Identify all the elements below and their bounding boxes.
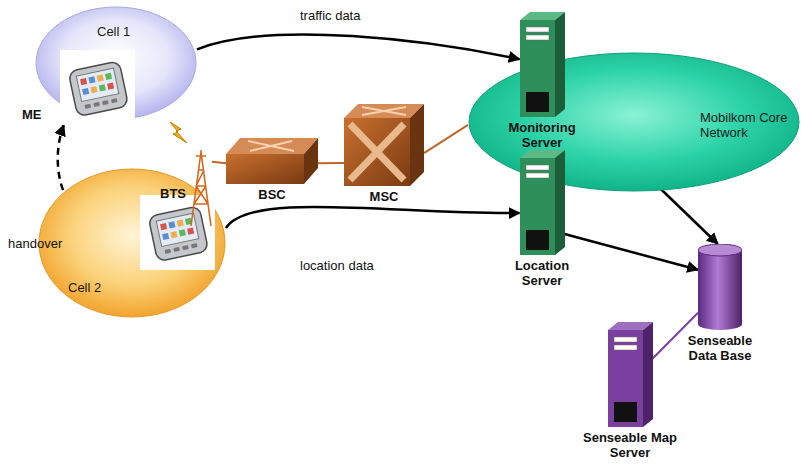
mobile-phone-art bbox=[60, 50, 135, 125]
connector bbox=[565, 234, 699, 270]
mobile-phone-art bbox=[140, 195, 215, 270]
node-label: Mobilkom Core Network bbox=[700, 110, 790, 140]
server-tower-shape bbox=[520, 12, 565, 117]
node-label: MSC bbox=[370, 189, 399, 204]
antenna-mast-art bbox=[190, 150, 212, 228]
server-tower-shape-art bbox=[520, 150, 565, 255]
database-cylinder: Senseable Data Base bbox=[680, 244, 760, 363]
server-tower-shape bbox=[520, 150, 565, 255]
server-tower-shape-art bbox=[608, 322, 653, 427]
switch-box-shape-art bbox=[344, 104, 424, 186]
connector bbox=[318, 162, 344, 164]
edge-label: traffic data bbox=[300, 8, 360, 23]
edge-label: handover bbox=[8, 236, 62, 251]
server-tower-shape-art bbox=[520, 12, 565, 117]
node-label: Cell 1 bbox=[97, 24, 130, 39]
server-tower-shape bbox=[608, 322, 653, 427]
cell-ellipse: Cell 1ME bbox=[35, 6, 197, 120]
connector bbox=[212, 162, 226, 164]
node-label: Cell 2 bbox=[68, 280, 101, 295]
node-label: BSC bbox=[258, 187, 285, 202]
node-label: Monitoring Server bbox=[502, 120, 582, 150]
switch-box: MSC bbox=[344, 104, 424, 204]
mobile-phone bbox=[140, 195, 215, 270]
edge-label: location data bbox=[300, 258, 374, 273]
node-label: Senseable Map Server bbox=[575, 430, 685, 460]
server-tower: Monitoring Server bbox=[502, 12, 582, 150]
node-label: BTS bbox=[160, 186, 186, 201]
node-label: Senseable Data Base bbox=[680, 333, 760, 363]
database-cylinder-shape-art bbox=[698, 244, 742, 330]
connector bbox=[424, 125, 468, 153]
mobile-phone bbox=[60, 50, 135, 125]
node-label: Location Server bbox=[502, 258, 582, 288]
base-station: BTS bbox=[158, 148, 214, 228]
node-label: ME bbox=[22, 107, 42, 122]
server-tower: Location Server bbox=[502, 150, 582, 288]
database-cylinder-shape bbox=[698, 244, 742, 330]
controller-box-shape bbox=[226, 138, 318, 184]
mobile-equipment: ME bbox=[22, 45, 137, 128]
connector bbox=[226, 207, 520, 228]
server-tower: Senseable Map Server bbox=[575, 322, 685, 460]
connector bbox=[197, 34, 520, 59]
radio-bolt bbox=[170, 122, 187, 143]
controller-box-shape-art bbox=[226, 138, 318, 184]
cell-ellipse: Cell 2 bbox=[38, 168, 226, 318]
controller-box: BSC bbox=[226, 138, 318, 202]
antenna-mast bbox=[190, 150, 212, 228]
switch-box-shape bbox=[344, 104, 424, 186]
